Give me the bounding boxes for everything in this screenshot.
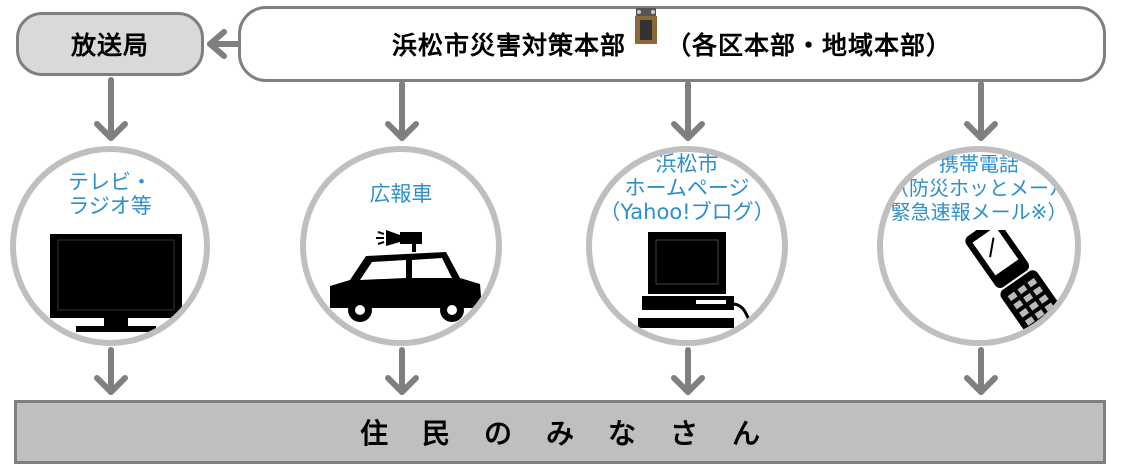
- broadcast-station-box: 放送局: [16, 12, 204, 76]
- disaster-hq-label: 浜松市災害対策本部: [391, 31, 626, 60]
- channel-pr-car: 広報車: [300, 146, 502, 346]
- residents-box: 住民のみなさん: [14, 400, 1106, 464]
- arrow-mobile-to-residents: [964, 347, 998, 395]
- disaster-hq-box: 浜松市災害対策本部 （各区本部・地域本部）: [238, 6, 1106, 82]
- arrow-to-car: [385, 81, 419, 141]
- arrow-tv-to-residents: [94, 347, 128, 395]
- disaster-hq-sub-label: （各区本部・地域本部）: [666, 31, 953, 60]
- channel-mobile-phone: 携帯電話 （防災ホッとメール 緊急速報メール※）: [877, 146, 1081, 346]
- hq-banner-icon: [635, 8, 657, 44]
- arrow-hq-to-broadcast: [207, 29, 241, 59]
- arrow-to-mobile: [964, 81, 998, 141]
- arrow-web-to-residents: [671, 347, 705, 395]
- arrow-to-tv: [94, 77, 128, 141]
- channel-tv-radio-label: テレビ・ ラジオ等: [68, 170, 152, 218]
- arrow-to-web: [671, 81, 705, 141]
- broadcast-station-label: 放送局: [70, 31, 149, 60]
- residents-label: 住民のみなさん: [359, 417, 794, 450]
- channel-tv-radio: テレビ・ ラジオ等: [10, 146, 210, 346]
- channel-mobile-phone-label: 携帯電話 （防災ホッとメール 緊急速報メール※）: [889, 152, 1069, 224]
- pr-car-icon: [330, 230, 482, 322]
- channel-website: 浜松市 ホームページ （Yahoo!ブログ）: [586, 146, 788, 346]
- computer-icon: [638, 232, 765, 330]
- mobile-phone-icon: [965, 230, 1070, 340]
- channel-website-label: 浜松市 ホームページ （Yahoo!ブログ）: [599, 152, 775, 224]
- arrow-car-to-residents: [385, 347, 419, 395]
- tv-icon: [50, 234, 182, 332]
- channel-pr-car-label: 広報車: [369, 182, 433, 206]
